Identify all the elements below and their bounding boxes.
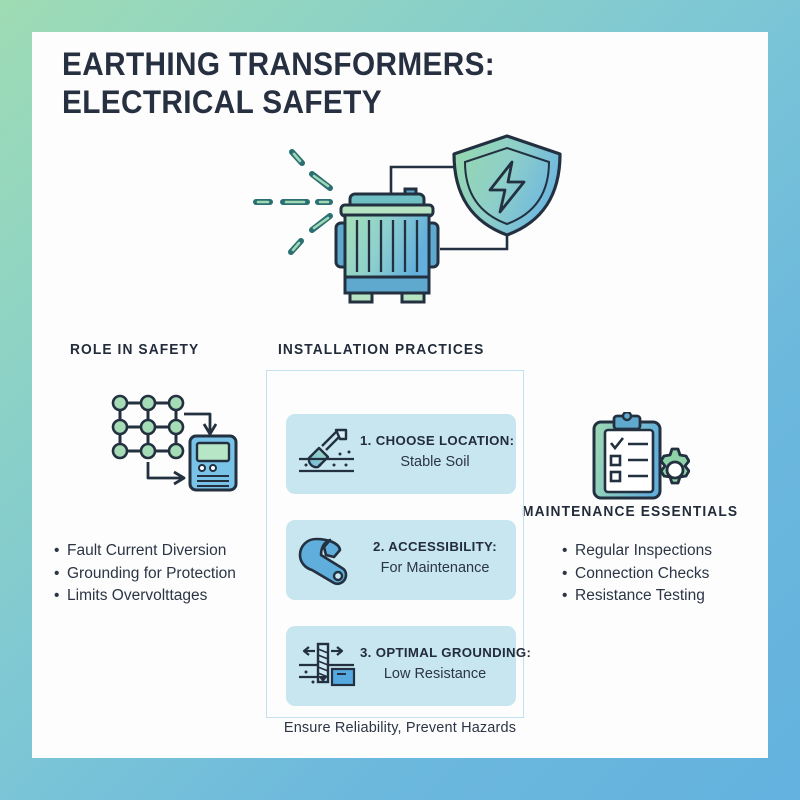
step-card-3-text: 3. Optimal Grounding: Low Resistance (360, 643, 532, 685)
lightning-bolt-icon (488, 160, 526, 214)
page-title: Earthing Transformers: Electrical Safety (62, 46, 583, 122)
list-item: Resistance Testing (562, 585, 712, 608)
title-line-2: Electrical Safety (62, 83, 382, 120)
checklist-rows (609, 437, 648, 483)
step-card-2-title: 2. Accessibility: (373, 539, 497, 554)
maintenance-bullet-list: Regular Inspections Connection Checks Re… (562, 540, 712, 608)
meter-device (188, 434, 238, 492)
step-card-3-title: 3. Optimal Grounding: (360, 645, 532, 660)
footer-tagline: Ensure Reliability, Prevent Hazards (283, 720, 517, 736)
step-card-2-text: 2. Accessibility: For Maintenance (360, 537, 510, 579)
section-heading-installation: Installation Practices (278, 342, 485, 358)
step-card-1[interactable]: 1. Choose Location: Stable Soil (286, 414, 516, 494)
step-card-1-text: 1. Choose Location: Stable Soil (360, 431, 515, 473)
infographic-canvas: Earthing Transformers: Electrical Safety (32, 32, 768, 758)
clipboard-gear-icon (586, 410, 691, 504)
list-item: Connection Checks (562, 563, 712, 586)
list-item: Regular Inspections (562, 540, 712, 563)
radiating-spark-dashes-fill (256, 152, 330, 252)
step-card-2[interactable]: 2. Accessibility: For Maintenance (286, 520, 516, 600)
grid-arrows (146, 412, 218, 486)
title-line-1: Earthing Transformers: (62, 46, 496, 82)
ground-rod-icon (296, 639, 358, 693)
step-card-3-subtitle: Low Resistance (383, 666, 487, 682)
wrench-icon (296, 533, 358, 587)
shovel-icon (296, 427, 358, 481)
section-heading-role: Role in Safety (70, 342, 200, 358)
step-card-2-subtitle: For Maintenance (380, 560, 490, 576)
shield-icon (452, 134, 562, 237)
list-item: Limits Overvolttages (54, 585, 236, 608)
step-card-3[interactable]: 3. Optimal Grounding: Low Resistance (286, 626, 532, 706)
soil-specks (304, 450, 351, 467)
step-card-1-title: 1. Choose Location: (360, 433, 515, 448)
step-card-1-subtitle: Stable Soil (400, 454, 470, 470)
installation-panel (266, 370, 524, 718)
grid-nodes (111, 394, 185, 460)
hero-illustration (250, 130, 580, 330)
gear-icon (659, 447, 691, 485)
list-item: Fault Current Diversion (54, 540, 236, 563)
grid-to-meter-icon (106, 390, 246, 492)
list-item: Grounding for Protection (54, 563, 236, 586)
transformer-icon (334, 187, 440, 304)
role-bullet-list: Fault Current Diversion Grounding for Pr… (54, 540, 236, 608)
section-heading-maintenance: Maintenance Essentials (522, 504, 739, 520)
